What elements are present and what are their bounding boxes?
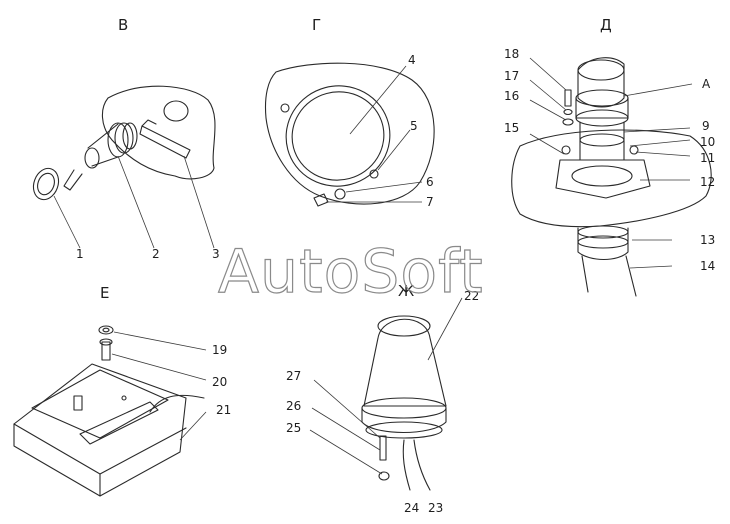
label-14: 14 bbox=[700, 259, 715, 273]
bolt-20 bbox=[101, 341, 111, 361]
label-21: 21 bbox=[216, 403, 231, 417]
panel-sheet-d bbox=[511, 129, 712, 228]
view-g-lamp-assembly: 4 5 6 7 Г bbox=[264, 16, 435, 209]
pipe-13 bbox=[577, 227, 629, 261]
label-1: 1 bbox=[76, 247, 84, 261]
lamp-screw-7 bbox=[334, 188, 346, 200]
lamp-clip-5 bbox=[369, 169, 379, 179]
label-23: 23 bbox=[428, 501, 443, 515]
lamp-clip-left bbox=[280, 103, 290, 113]
watermark-text: AutoSoft bbox=[218, 237, 484, 307]
switch-lever bbox=[63, 169, 83, 191]
beacon-wires-23 bbox=[402, 439, 431, 491]
flange-plate-12 bbox=[555, 159, 651, 199]
bolt-18 bbox=[564, 89, 572, 107]
bracket-3 bbox=[139, 125, 191, 159]
label-9: 9 bbox=[702, 119, 710, 133]
label-10: 10 bbox=[700, 135, 715, 149]
label-27: 27 bbox=[286, 369, 301, 383]
label-26: 26 bbox=[286, 399, 301, 413]
section-label-zh: Ж bbox=[398, 282, 414, 300]
label-11: 11 bbox=[700, 151, 715, 165]
relay-block-21 bbox=[13, 363, 187, 497]
beacon-nut-25 bbox=[378, 471, 390, 481]
label-15: 15 bbox=[504, 121, 519, 135]
view-d-tube-assembly: А 9 10 11 12 13 14 15 16 17 18 Д bbox=[504, 16, 715, 297]
beacon-bolt-26 bbox=[379, 435, 387, 461]
label-24: 24 bbox=[404, 501, 419, 515]
label-13: 13 bbox=[700, 233, 715, 247]
section-label-d: Д bbox=[600, 16, 612, 34]
label-4: 4 bbox=[408, 53, 416, 67]
label-2: 2 bbox=[152, 247, 160, 261]
label-12: 12 bbox=[700, 175, 715, 189]
label-A: А bbox=[702, 77, 711, 91]
washer-16 bbox=[562, 118, 574, 126]
cap-1-outer bbox=[32, 167, 60, 201]
tube-nut-A bbox=[575, 97, 629, 119]
relay-slot bbox=[79, 401, 159, 445]
panel-hole-v bbox=[163, 100, 189, 122]
label-19: 19 bbox=[212, 343, 227, 357]
panel-sheet-g bbox=[264, 62, 435, 205]
section-label-v: В bbox=[118, 16, 128, 34]
hose-14 bbox=[581, 255, 637, 297]
section-label-e: Е bbox=[100, 284, 109, 302]
label-22: 22 bbox=[464, 289, 479, 303]
label-16: 16 bbox=[504, 89, 519, 103]
lamp-rim bbox=[285, 85, 391, 187]
label-17: 17 bbox=[504, 69, 519, 83]
panel-sheet-v bbox=[101, 85, 216, 180]
tube-cap bbox=[577, 57, 625, 108]
view-v-switch-assembly: 1 2 3 В bbox=[32, 16, 220, 261]
view-e-relay-block: 19 20 21 Е bbox=[13, 284, 231, 497]
cap-1-inner bbox=[37, 172, 55, 196]
label-6: 6 bbox=[426, 175, 434, 189]
washer-19 bbox=[98, 325, 114, 335]
flange-bolt-15 bbox=[561, 145, 571, 155]
switch-barrel bbox=[84, 147, 100, 169]
label-20: 20 bbox=[212, 375, 227, 389]
relay-cable bbox=[149, 394, 205, 413]
label-5: 5 bbox=[410, 119, 418, 133]
label-7: 7 bbox=[426, 195, 434, 209]
label-18: 18 bbox=[504, 47, 519, 61]
beacon-base bbox=[361, 397, 447, 419]
view-zh-beacon-lamp: 22 27 26 25 24 23 Ж bbox=[286, 282, 479, 515]
label-3: 3 bbox=[212, 247, 220, 261]
washer-17 bbox=[563, 108, 573, 116]
label-25: 25 bbox=[286, 421, 301, 435]
beacon-dome-22 bbox=[363, 318, 447, 407]
lamp-lens-4 bbox=[291, 91, 385, 181]
section-label-g: Г bbox=[312, 16, 321, 34]
relay-stud bbox=[73, 395, 83, 411]
